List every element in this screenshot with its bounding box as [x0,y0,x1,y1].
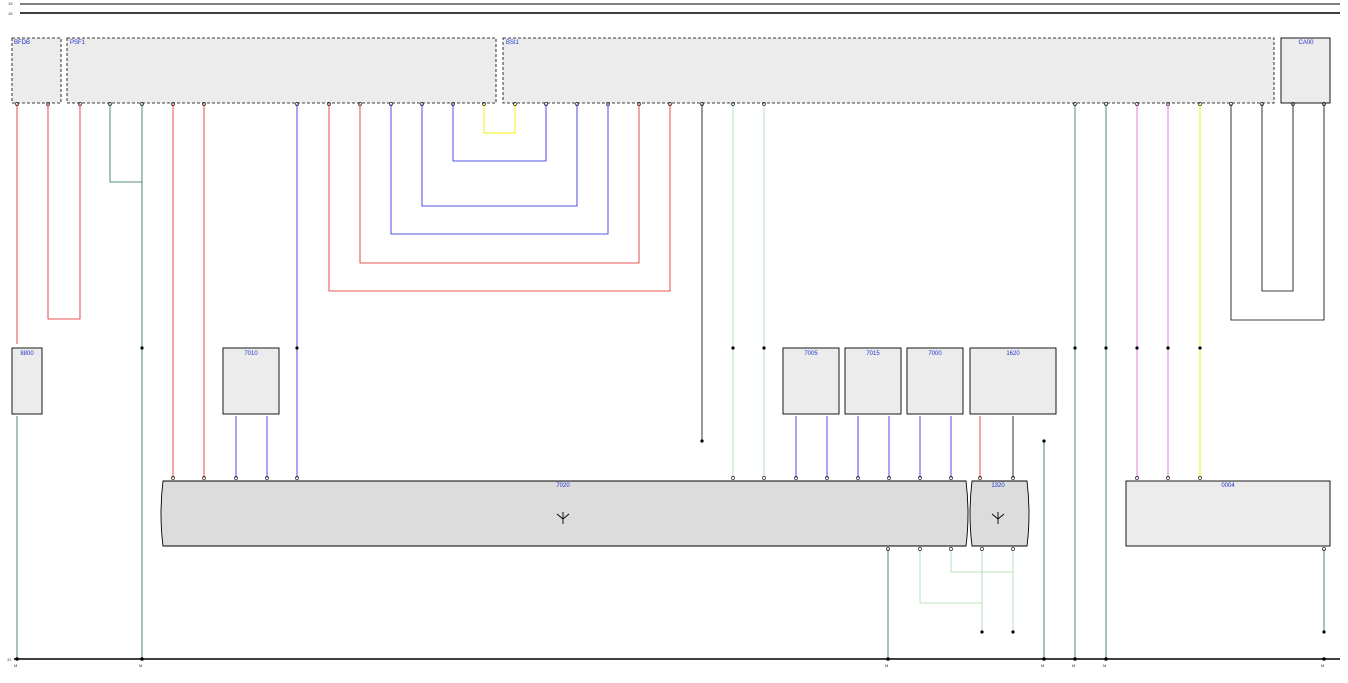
module-0004-label: 0004 [1221,483,1235,489]
module-7005 [782,347,840,415]
wires-pink [1136,104,1169,478]
module-ca00-label: CA00 [1298,40,1314,46]
module-1320 [969,480,1030,547]
rail-bottom-label: 31 [7,657,12,662]
ground-label: M [14,663,17,668]
module-7015 [844,347,902,415]
wires-black [701,104,1325,478]
module-7010 [222,347,280,415]
module-7005-label: 7005 [804,351,818,357]
module-7000 [906,347,964,415]
wires-blue [235,104,952,478]
module-7020 [160,480,969,547]
wires-green [16,104,1325,659]
module-1620 [969,347,1057,415]
wires-yellow [483,104,1201,478]
module-7000-label: 7000 [928,351,942,357]
antenna-icon [556,512,570,524]
ground-label: M [1041,663,1044,668]
rail-top-a-label: 15 [8,1,13,6]
ground-label: M [885,663,888,668]
antenna-icon [991,512,1005,524]
module-1620-label: 1620 [1006,351,1020,357]
module-bfdb [11,37,62,104]
ground-label: M [1321,663,1324,668]
rail-top-b-label: 15 [8,11,13,16]
module-7015-label: 7015 [866,351,880,357]
wires-lightgreen [732,104,1014,632]
module-psf1 [66,37,497,104]
module-psf1-label: PSF1 [70,40,86,46]
module-bsi1-label: BSI1 [506,40,520,46]
module-0004 [1125,480,1331,547]
module-bfdb-label: BFDB [14,40,30,46]
ground-label: M [1072,663,1075,668]
module-1320-label: 1320 [991,483,1005,489]
module-7020-label: 7020 [556,483,570,489]
ground-label: M [139,663,142,668]
module-8800 [11,347,43,415]
module-bsi1 [502,37,1275,104]
junction-dots [15,346,1326,661]
module-7010-label: 7010 [244,351,258,357]
wires-red [16,104,981,478]
module-ca00 [1280,37,1331,104]
ground-label: M [1103,663,1106,668]
module-8800-label: 8800 [20,351,34,357]
pin-markers [15,102,1326,551]
